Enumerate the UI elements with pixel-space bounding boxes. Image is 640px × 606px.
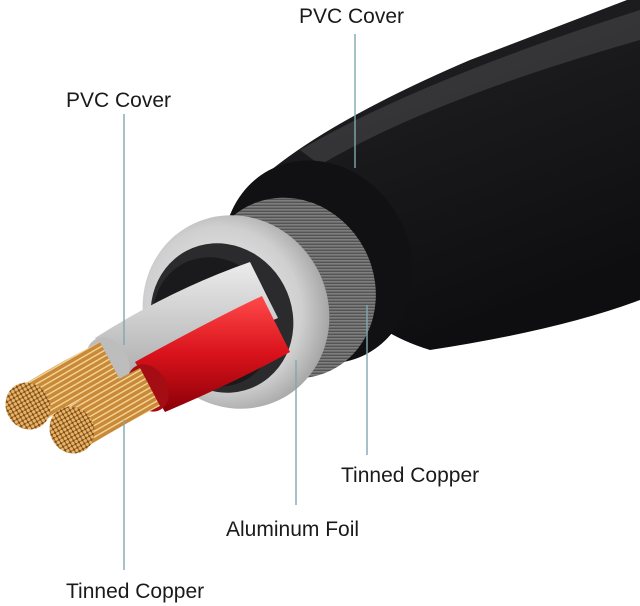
- label-foil-shield: Aluminum Foil: [226, 518, 360, 541]
- label-braid-shield: Tinned Copper: [341, 464, 480, 487]
- copper-conductor-1-end: [5, 382, 51, 430]
- grey-insulation: [95, 262, 278, 385]
- outer-jacket-highlight: [300, 10, 640, 165]
- label-inner-insulation: PVC Cover: [66, 89, 172, 112]
- label-outer-jacket: PVC Cover: [299, 5, 405, 28]
- copper-conductor-2-end: [49, 406, 95, 454]
- label-conductor: Tinned Copper: [66, 580, 205, 603]
- red-insulation: [135, 296, 290, 412]
